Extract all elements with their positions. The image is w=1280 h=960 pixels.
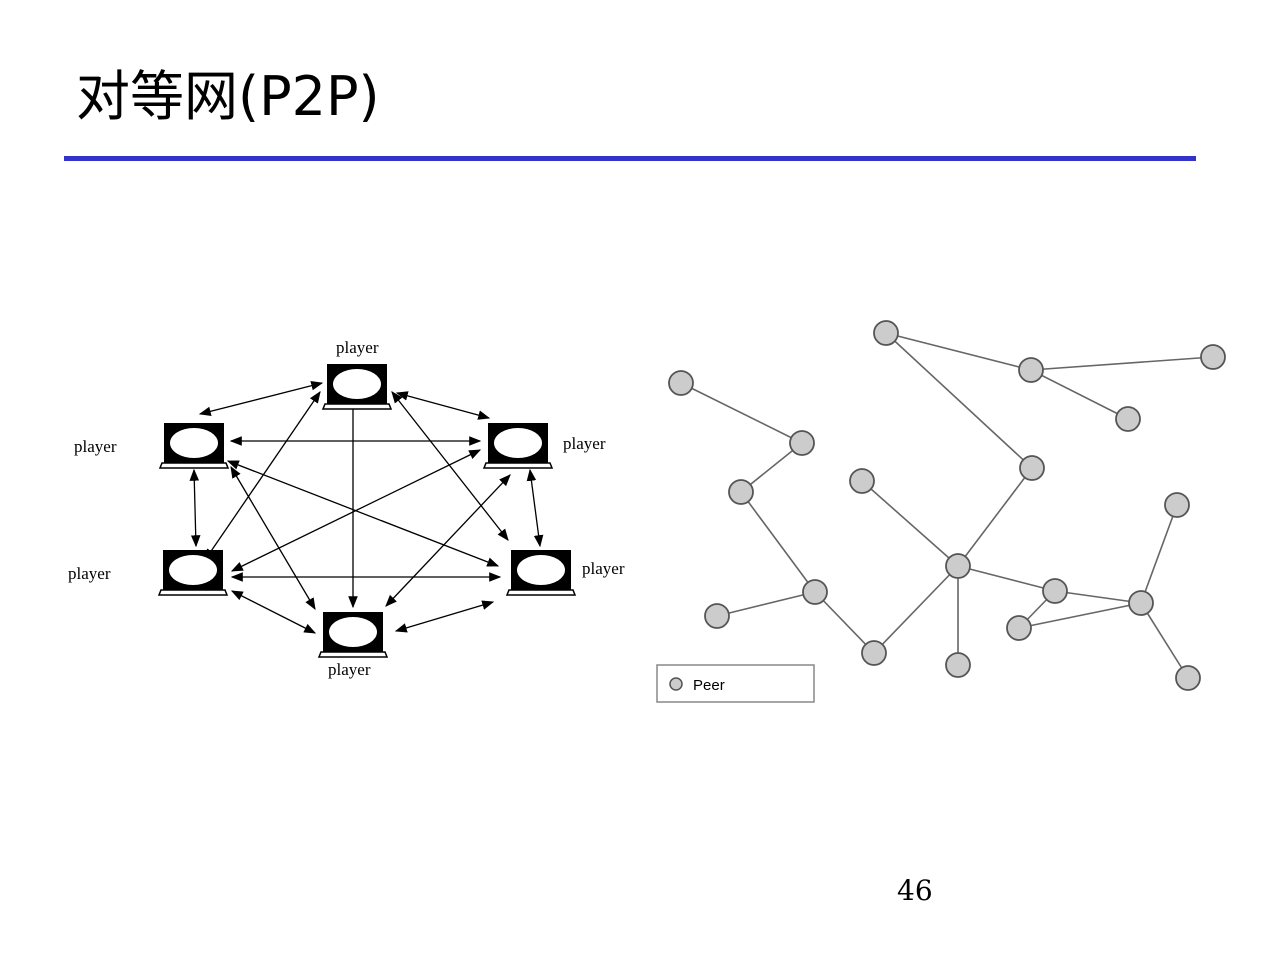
page-number: 46 bbox=[897, 874, 933, 907]
peer-edge bbox=[885, 332, 1032, 371]
computer-icon-lower-left bbox=[157, 550, 229, 596]
legend-box bbox=[656, 664, 815, 703]
peer-node bbox=[728, 479, 754, 505]
peer-node bbox=[1175, 665, 1201, 691]
mesh-arrow bbox=[204, 391, 321, 561]
mesh-arrow bbox=[198, 381, 324, 416]
peer-node bbox=[945, 652, 971, 678]
peer-edge bbox=[885, 332, 1033, 469]
peer-node bbox=[668, 370, 694, 396]
computer-icon-lower-right bbox=[505, 550, 577, 596]
peer-edge bbox=[873, 565, 959, 654]
peer-edge bbox=[1140, 602, 1189, 679]
peer-edge bbox=[716, 591, 816, 617]
peer-edge bbox=[1030, 369, 1129, 420]
peer-node bbox=[1164, 492, 1190, 518]
mesh-arrow bbox=[226, 460, 500, 567]
mesh-arrow bbox=[189, 468, 201, 548]
peer-edge bbox=[861, 480, 959, 567]
player-label-lower-left: player bbox=[68, 564, 111, 583]
peer-edges bbox=[680, 332, 1214, 679]
peer-nodes bbox=[668, 320, 1226, 691]
legend-peer-symbol bbox=[669, 677, 683, 691]
peer-node bbox=[704, 603, 730, 629]
peer-node bbox=[1200, 344, 1226, 370]
peer-edge bbox=[814, 591, 875, 654]
peer-node bbox=[861, 640, 887, 666]
peer-edge bbox=[1030, 356, 1214, 371]
player-computers bbox=[157, 364, 577, 658]
peer-edge bbox=[957, 565, 1056, 592]
peer-node bbox=[873, 320, 899, 346]
player-label-upper-right: player bbox=[563, 434, 606, 453]
computer-icon-top bbox=[321, 364, 393, 410]
peer-node bbox=[849, 468, 875, 494]
mesh-arrow bbox=[395, 391, 491, 420]
mesh-arrow bbox=[526, 468, 544, 548]
mesh-arrow bbox=[385, 474, 511, 607]
peer-edge bbox=[1054, 590, 1142, 604]
mesh-connections bbox=[189, 381, 544, 634]
peer-edge bbox=[1018, 602, 1142, 629]
peer-node bbox=[802, 579, 828, 605]
title-underline bbox=[64, 156, 1196, 161]
peer-node bbox=[1128, 590, 1154, 616]
peer-node bbox=[1042, 578, 1068, 604]
peer-edge bbox=[740, 442, 803, 493]
peer-edge bbox=[957, 467, 1033, 567]
peer-node bbox=[945, 553, 971, 579]
mesh-arrow bbox=[394, 600, 495, 633]
player-label-bottom: player bbox=[328, 660, 371, 679]
peer-node bbox=[1006, 615, 1032, 641]
peer-node bbox=[1018, 357, 1044, 383]
slide-title: 对等网(P2P) bbox=[76, 65, 380, 128]
mesh-arrow bbox=[230, 465, 316, 611]
peer-node bbox=[1019, 455, 1045, 481]
computer-icon-upper-right bbox=[482, 423, 554, 469]
mesh-arrow bbox=[230, 590, 317, 634]
peer-node bbox=[789, 430, 815, 456]
peer-node bbox=[1115, 406, 1141, 432]
player-label-lower-right: player bbox=[582, 559, 625, 578]
computer-icon-upper-left bbox=[158, 423, 230, 469]
computer-icon-bottom bbox=[317, 612, 389, 658]
player-label-top: player bbox=[336, 338, 379, 357]
peer-edge bbox=[680, 382, 803, 444]
player-label-upper-left: player bbox=[74, 437, 117, 456]
legend-label: Peer bbox=[693, 677, 725, 694]
peer-edge bbox=[740, 491, 816, 593]
peer-legend: Peer bbox=[656, 664, 815, 703]
peer-edge bbox=[1140, 504, 1178, 604]
